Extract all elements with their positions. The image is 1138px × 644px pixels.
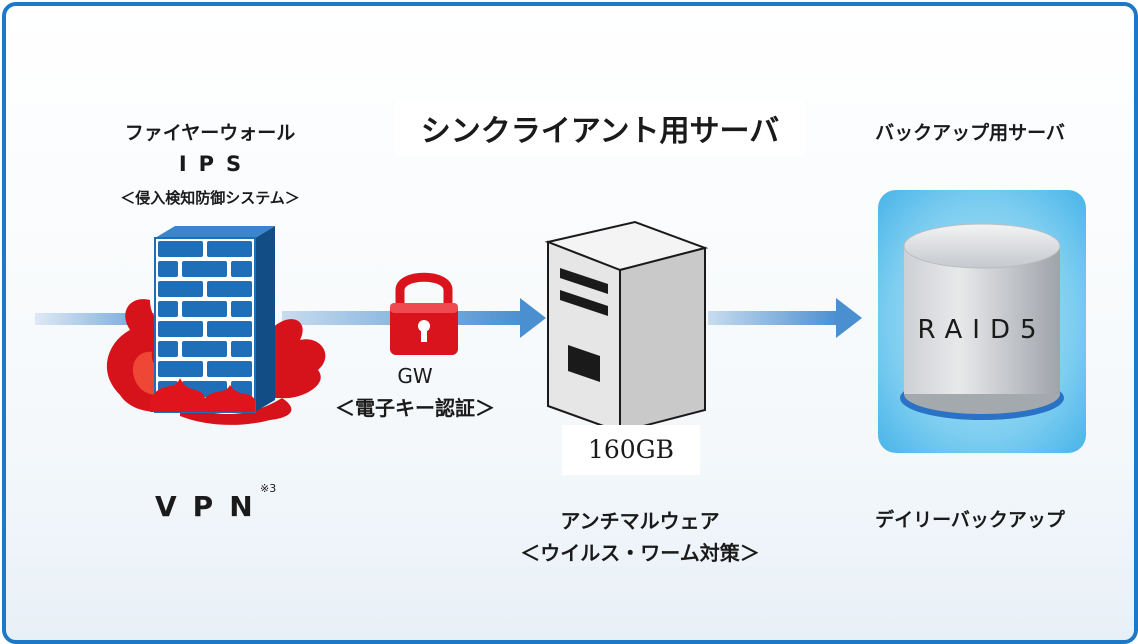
server-icon — [544, 220, 709, 434]
firewall-subtitle: ＜侵入検知防御システム＞ — [120, 189, 300, 207]
flame-icon — [150, 378, 255, 412]
firewall-ips-label: IPS — [178, 152, 254, 176]
firewall-title: ファイヤーウォール — [124, 122, 296, 144]
vpn-label: VPN — [155, 490, 269, 523]
lock-icon — [390, 272, 458, 355]
raid-label: RAID5 — [917, 315, 1046, 345]
raid-icon — [878, 190, 1086, 453]
gateway-subtitle: ＜電子キー認証＞ — [335, 396, 495, 420]
backup-server-title: バックアップ用サーバ — [875, 122, 1065, 144]
vpn-footnote: ※3 — [260, 482, 277, 495]
thin-client-server-title: シンクライアント用サーバ — [395, 100, 805, 156]
server-capacity: 160GB — [562, 425, 700, 475]
arrow-icon — [708, 298, 862, 338]
antimalware-subtitle: ＜ウイルス・ワーム対策＞ — [520, 541, 760, 565]
firewall-icon — [154, 226, 275, 413]
antimalware-label: アンチマルウェア — [560, 509, 720, 533]
gateway-label: GW — [397, 364, 433, 388]
daily-backup-label: デイリーバックアップ — [875, 509, 1065, 531]
